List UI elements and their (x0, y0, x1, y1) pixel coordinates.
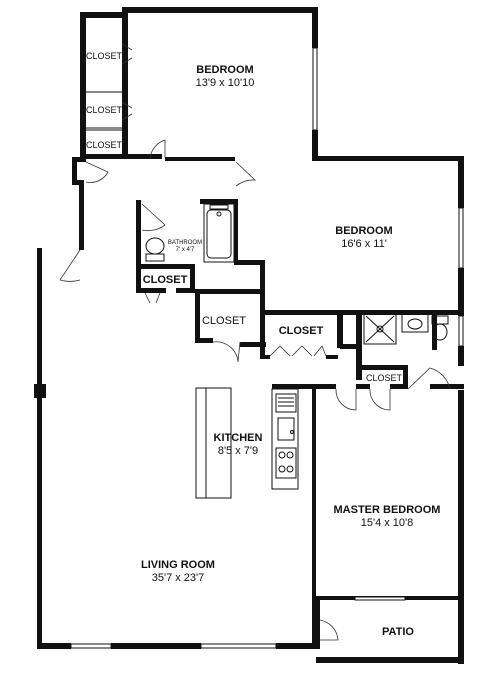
room-name-bedroom-top: BEDROOM (196, 64, 253, 76)
stove (275, 447, 297, 479)
toilet-bathroom (145, 237, 165, 255)
room-size-master-bedroom: 15'4 x 10'8 (361, 517, 414, 529)
window-living-bottom-right (200, 643, 277, 649)
closet-label-top-2: CLOSET (86, 105, 123, 115)
room-size-living-room: 35'7 x 23'7 (152, 572, 205, 584)
kitchen-sink (277, 417, 295, 441)
room-name-living-room: LIVING ROOM (141, 559, 215, 571)
sink-master-bath (401, 313, 429, 333)
window-living-bottom-left (70, 643, 112, 649)
window-top-bedroom (312, 47, 318, 131)
room-size-bathroom: 7' x 4'7 (176, 247, 195, 253)
fridge (275, 393, 297, 413)
closet-label-top-3: CLOSET (86, 140, 123, 150)
room-name-kitchen: KITCHEN (214, 432, 263, 444)
room-size-bedroom-right: 16'6 x 11' (341, 238, 387, 250)
room-name-bedroom-right: BEDROOM (335, 225, 392, 237)
bathtub (203, 203, 235, 263)
room-size-bedroom-top: 13'9 x 10'10 (196, 77, 255, 89)
shower (363, 313, 397, 345)
window-patio-door (354, 596, 406, 601)
door-top-bedroom (149, 139, 166, 159)
room-size-kitchen: 8'5 x 7'9 (218, 445, 258, 457)
walls (34, 7, 464, 664)
closet-label-master: CLOSET (366, 373, 403, 383)
labels: BEDROOM 13'9 x 10'10 BEDROOM 16'6 x 11' … (86, 51, 440, 638)
room-name-bathroom: BATHROOM (168, 240, 202, 246)
closet-label-center: CLOSET (202, 315, 246, 327)
closet-label-hall: CLOSET (279, 325, 324, 337)
room-name-patio: PATIO (382, 626, 414, 638)
closet-label-bathroom: CLOSET (143, 274, 188, 286)
fixtures (59, 43, 464, 649)
window-right-bedroom (458, 207, 464, 269)
closet-label-top-1: CLOSET (86, 51, 123, 61)
kitchen-counter-right (271, 388, 299, 490)
window-right-bath (458, 315, 464, 347)
kitchen-island-counter (195, 387, 232, 499)
room-name-master-bedroom: MASTER BEDROOM (334, 504, 441, 516)
